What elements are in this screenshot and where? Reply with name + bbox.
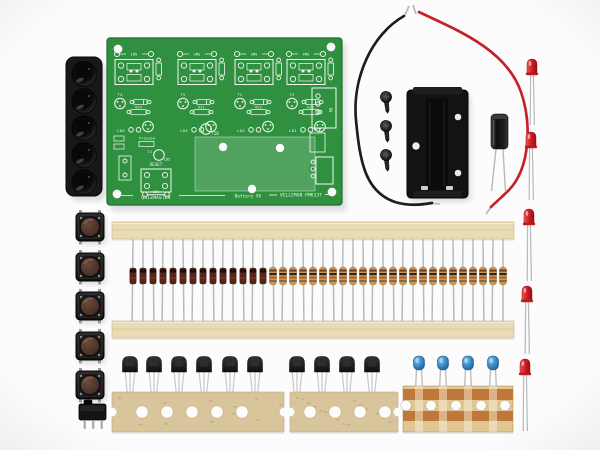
button-pin	[98, 241, 101, 245]
slide-switch-face	[80, 405, 105, 411]
silkscreen-label: R23	[307, 106, 314, 110]
silkscreen-label: 4MS	[303, 53, 310, 57]
capacitor-top	[491, 114, 508, 119]
silkscreen-label: 2MS	[194, 53, 201, 57]
tape-hole	[235, 405, 249, 419]
tape-hole	[450, 400, 462, 411]
tape-hole	[328, 405, 342, 419]
button-pin	[79, 399, 82, 403]
push-button	[75, 250, 106, 285]
bumper-dome	[71, 169, 97, 195]
bumper-dome	[71, 88, 97, 114]
silkscreen-label: T5	[181, 93, 186, 97]
button-pin	[98, 360, 101, 364]
button-pin	[79, 241, 82, 245]
silkscreen-label: T3	[290, 93, 295, 97]
paper-tape	[111, 221, 515, 241]
tape-hole	[475, 400, 487, 411]
battery-holder-bottom-flange	[413, 191, 462, 197]
tape-hole	[378, 405, 392, 419]
capacitor-tape	[400, 385, 514, 434]
capacitor-bead	[413, 355, 425, 371]
push-button	[75, 329, 106, 364]
tape-hole	[425, 400, 437, 411]
silkscreen-label: LD5	[164, 158, 171, 162]
silkscreen-label: 9V	[328, 107, 333, 113]
battery-holder-hole	[454, 169, 462, 177]
tape-hole	[160, 405, 174, 419]
bumper-dome	[71, 61, 97, 87]
capacitor-bead	[462, 355, 474, 371]
silkscreen-label: SW0	[153, 190, 159, 194]
bumper-dome	[71, 115, 97, 141]
tape-hole	[135, 405, 149, 419]
silkscreen-label: T4	[118, 93, 123, 97]
button-pin	[98, 399, 101, 403]
battery-holder-hole	[412, 142, 420, 150]
push-button	[75, 210, 106, 245]
push-buttons	[75, 210, 106, 403]
led-dome	[521, 285, 533, 301]
tape-hole	[353, 405, 367, 419]
push-button	[75, 368, 106, 403]
silkscreen-label: 3MS	[251, 53, 258, 57]
paper-tape	[111, 320, 515, 340]
bumper-dome	[71, 142, 97, 168]
tape-hole	[303, 405, 317, 419]
silkscreen-label: R24	[135, 106, 142, 110]
pcb-copper-pour	[194, 136, 316, 192]
silkscreen-label: R21	[198, 106, 205, 110]
silkscreen-label: LD3	[180, 128, 188, 133]
button-pin	[98, 320, 101, 324]
silkscreen-label: T10	[211, 131, 219, 136]
resistor-diode-bandolier	[111, 221, 515, 340]
pcb: QUIZMASTER Battery 9V VELLEMAN PMK137 Ⓚ …	[106, 37, 343, 206]
pcb-battery-text: Battery 9V	[235, 194, 262, 199]
button-pin	[79, 360, 82, 364]
led-dome	[523, 208, 535, 224]
button-pin	[79, 281, 82, 285]
rubber-button-strip	[65, 56, 103, 197]
push-button	[75, 289, 106, 324]
tape-hole	[400, 400, 412, 411]
tape-hole	[499, 400, 511, 411]
silkscreen-label: RESET	[150, 162, 163, 167]
capacitor-bead	[487, 355, 499, 371]
battery-holder	[406, 87, 469, 199]
battery-contact	[446, 186, 453, 190]
silkscreen-label: LD2	[237, 128, 245, 133]
silkscreen-label: R22	[255, 106, 262, 110]
tape-hole	[210, 405, 224, 419]
pcb-title-text: QUIZMASTER	[141, 195, 170, 201]
tape-hole	[185, 405, 199, 419]
silkscreen-label: LD4	[117, 128, 125, 133]
battery-holder-channel	[426, 98, 448, 190]
silkscreen-label: BZ1	[314, 128, 320, 132]
capacitor-bead	[437, 355, 449, 371]
silkscreen-label: Pressed	[139, 137, 155, 141]
button-pin	[79, 320, 82, 324]
battery-contact	[421, 186, 428, 190]
silkscreen-label: T1	[148, 150, 153, 154]
silkscreen-label: 1MS	[131, 53, 138, 57]
led-dome	[519, 358, 531, 374]
transistor-strip	[107, 356, 289, 434]
led-dome	[525, 131, 537, 147]
pcb-brand-text: VELLEMAN PMK137	[280, 193, 322, 199]
led-dome	[526, 58, 538, 74]
battery-holder-hole	[454, 113, 462, 121]
button-pin	[98, 281, 101, 285]
silkscreen-label: T2	[238, 93, 243, 97]
battery-holder-top-flange	[413, 87, 462, 94]
silkscreen-label: LD1	[289, 128, 297, 133]
